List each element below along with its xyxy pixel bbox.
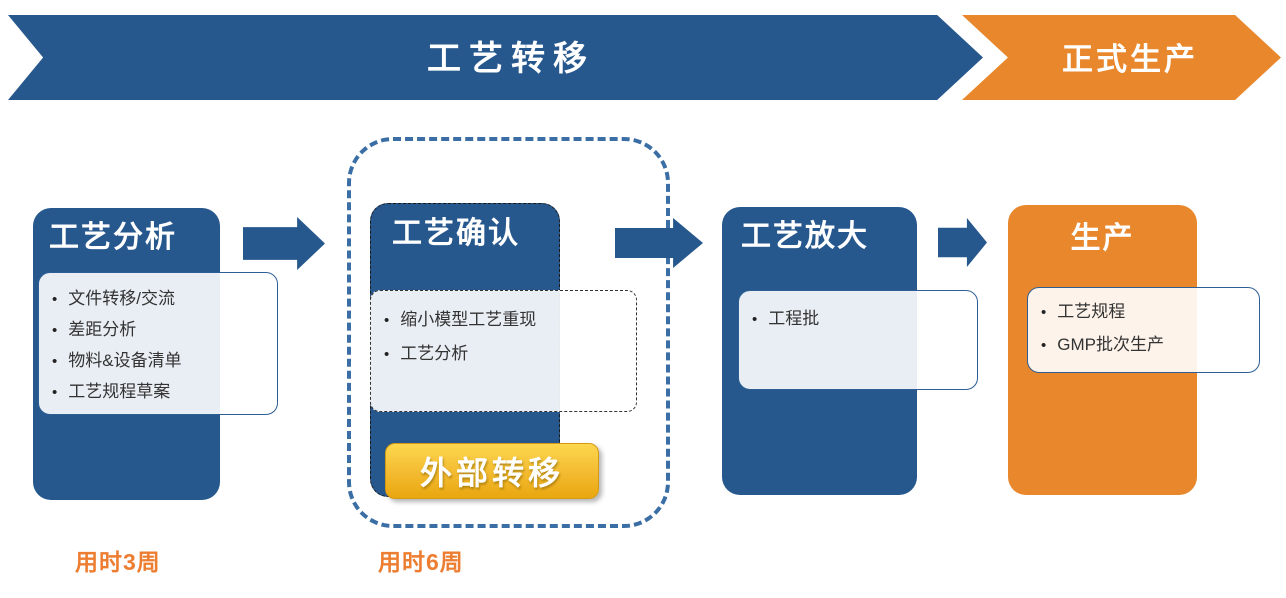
- stage-title-production: 生产: [1070, 222, 1135, 255]
- panel-process-confirmation-items: 缩小模型工艺重现 工艺分析: [370, 290, 637, 412]
- list-item: 差距分析: [52, 315, 277, 346]
- item-list: 文件转移/交流 差距分析 物料&设备清单 工艺规程草案: [52, 284, 277, 408]
- list-item: 文件转移/交流: [52, 284, 277, 315]
- panel-production-items: 工艺规程 GMP批次生产: [1027, 287, 1260, 373]
- list-item: 工艺规程: [1041, 296, 1259, 329]
- list-item: 工程批: [752, 304, 977, 335]
- stage-title-process-confirmation: 工艺确认: [392, 217, 520, 250]
- list-item: GMP批次生产: [1041, 329, 1259, 362]
- item-list: 缩小模型工艺重现 工艺分析: [384, 303, 636, 371]
- banner-label-process-transfer: 工艺转移: [427, 40, 595, 78]
- phase-banner-formal-production: [962, 15, 1281, 100]
- stage-title-process-analysis: 工艺分析: [49, 221, 177, 254]
- duration-label-6-weeks: 用时6周: [378, 549, 464, 575]
- banner-label-formal-production: 正式生产: [1062, 42, 1198, 77]
- list-item: 缩小模型工艺重现: [384, 303, 636, 337]
- list-item: 物料&设备清单: [52, 346, 277, 377]
- flow-arrow-icon: [243, 217, 325, 270]
- external-transfer-group-outline: [347, 137, 670, 528]
- panel-process-analysis-items: 文件转移/交流 差距分析 物料&设备清单 工艺规程草案: [38, 272, 278, 415]
- item-list: 工程批: [752, 304, 977, 335]
- item-list: 工艺规程 GMP批次生产: [1041, 296, 1259, 362]
- duration-label-3-weeks: 用时3周: [75, 549, 161, 575]
- stage-title-process-scaleup: 工艺放大: [741, 220, 869, 253]
- external-transfer-badge: 外部转移: [385, 443, 599, 499]
- list-item: 工艺分析: [384, 337, 636, 371]
- panel-process-scaleup-items: 工程批: [738, 290, 978, 390]
- flow-arrow-icon: [938, 218, 987, 267]
- phase-banner-process-transfer: [8, 15, 983, 100]
- list-item: 工艺规程草案: [52, 377, 277, 408]
